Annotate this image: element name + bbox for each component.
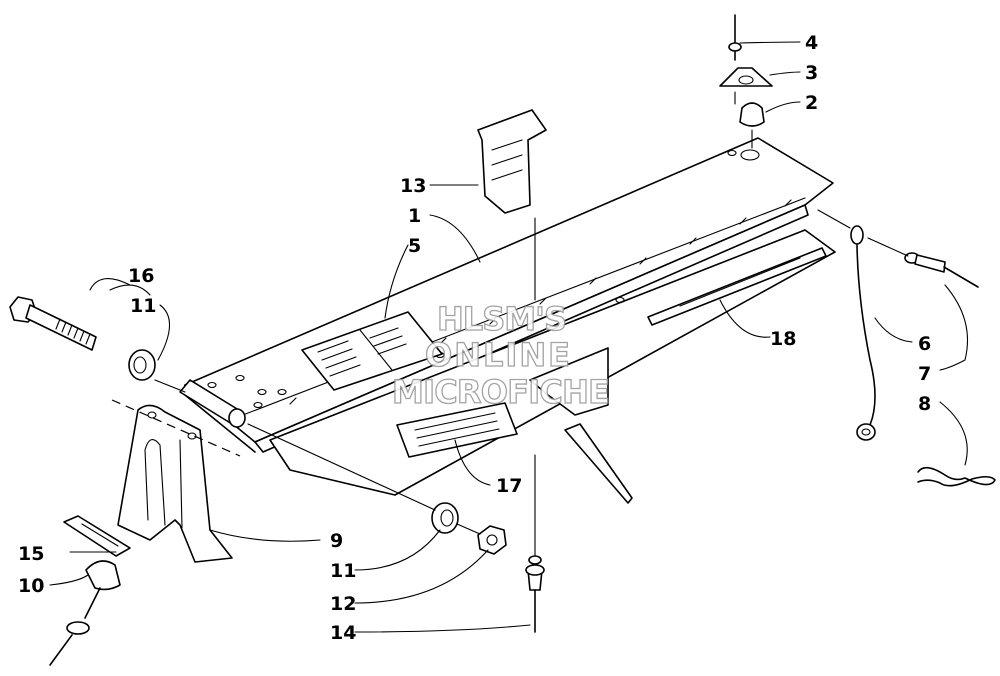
callout-14: 14 bbox=[330, 622, 356, 644]
hinge-pin bbox=[179, 379, 246, 428]
clip-13 bbox=[477, 109, 547, 214]
callout-2: 2 bbox=[805, 92, 818, 114]
pin-4 bbox=[728, 14, 742, 61]
callout-10: 10 bbox=[18, 575, 44, 597]
callout-13: 13 bbox=[400, 175, 426, 197]
spacer-11-left bbox=[128, 349, 156, 381]
callout-4: 4 bbox=[805, 32, 818, 54]
callout-9: 9 bbox=[330, 530, 343, 552]
tether-cable-6 bbox=[850, 225, 876, 441]
callout-11-right: 11 bbox=[330, 560, 356, 582]
callout-1: 1 bbox=[408, 205, 421, 227]
nut-12 bbox=[477, 525, 507, 555]
rivet-14 bbox=[525, 555, 545, 633]
watermark-line-3: MICROFICHE bbox=[392, 373, 610, 411]
mount-holes bbox=[740, 149, 760, 161]
callout-6: 6 bbox=[918, 333, 931, 355]
pin-7 bbox=[904, 252, 979, 288]
callout-11-left: 11 bbox=[130, 295, 156, 317]
leader-lines bbox=[49, 41, 968, 633]
callout-12: 12 bbox=[330, 593, 356, 615]
callout-16: 16 bbox=[128, 265, 154, 287]
callout-3: 3 bbox=[805, 62, 818, 84]
spacer-11-right bbox=[431, 502, 459, 534]
callouts: 1 2 3 4 5 6 7 8 9 10 11 11 12 13 14 15 1… bbox=[18, 32, 931, 644]
callout-5: 5 bbox=[408, 235, 421, 257]
decal-strip-18 bbox=[647, 247, 827, 326]
callout-7: 7 bbox=[918, 363, 931, 385]
grommet-2 bbox=[739, 102, 765, 127]
callout-17: 17 bbox=[496, 475, 522, 497]
callout-8: 8 bbox=[918, 393, 931, 415]
plate-3 bbox=[719, 67, 773, 87]
watermark-line-2: ONLINE bbox=[425, 336, 570, 374]
bracket-9 bbox=[117, 404, 233, 563]
base-plate bbox=[184, 137, 836, 496]
plate-15 bbox=[63, 515, 131, 557]
callout-18: 18 bbox=[770, 328, 796, 350]
decal-5 bbox=[301, 311, 443, 391]
knob-10 bbox=[49, 560, 121, 666]
bolt-16 bbox=[9, 296, 97, 351]
support-leg bbox=[529, 347, 633, 504]
watermark: HLSM'S ONLINE MICROFICHE bbox=[391, 299, 610, 411]
hair-pin-clip-8 bbox=[917, 466, 996, 487]
watermark-line-1: HLSM'S bbox=[437, 300, 567, 338]
decal-17 bbox=[396, 402, 518, 458]
callout-15: 15 bbox=[18, 543, 44, 565]
plate-holes bbox=[207, 149, 737, 409]
